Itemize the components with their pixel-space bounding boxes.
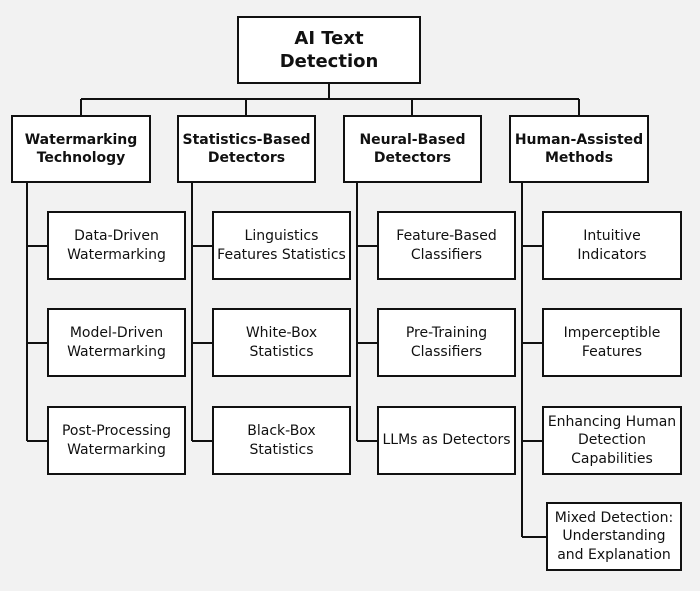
- leaf-intuitive-indicators: Intuitive Indicators: [542, 211, 682, 280]
- leaf-black-box-statistics: Black-Box Statistics: [212, 406, 351, 475]
- leaf-post-processing-watermarking: Post-Processing Watermarking: [47, 406, 186, 475]
- leaf-model-driven-watermarking: Model-Driven Watermarking: [47, 308, 186, 377]
- leaf-imperceptible-features: Imperceptible Features: [542, 308, 682, 377]
- leaf-white-box-statistics: White-Box Statistics: [212, 308, 351, 377]
- leaf-mixed-detection: Mixed Detection: Understanding and Expla…: [546, 502, 682, 571]
- leaf-feature-based-classifiers: Feature-Based Classifiers: [377, 211, 516, 280]
- leaf-llms-as-detectors: LLMs as Detectors: [377, 406, 516, 475]
- category-neural: Neural-Based Detectors: [343, 115, 482, 183]
- leaf-linguistics-features-statistics: Linguistics Features Statistics: [212, 211, 351, 280]
- category-statistics: Statistics-Based Detectors: [177, 115, 316, 183]
- category-human: Human-Assisted Methods: [509, 115, 649, 183]
- leaf-data-driven-watermarking: Data-Driven Watermarking: [47, 211, 186, 280]
- leaf-enhancing-human-detection: Enhancing Human Detection Capabilities: [542, 406, 682, 475]
- root-node: AI Text Detection: [237, 16, 421, 84]
- leaf-pre-training-classifiers: Pre-Training Classifiers: [377, 308, 516, 377]
- category-watermarking: Watermarking Technology: [11, 115, 151, 183]
